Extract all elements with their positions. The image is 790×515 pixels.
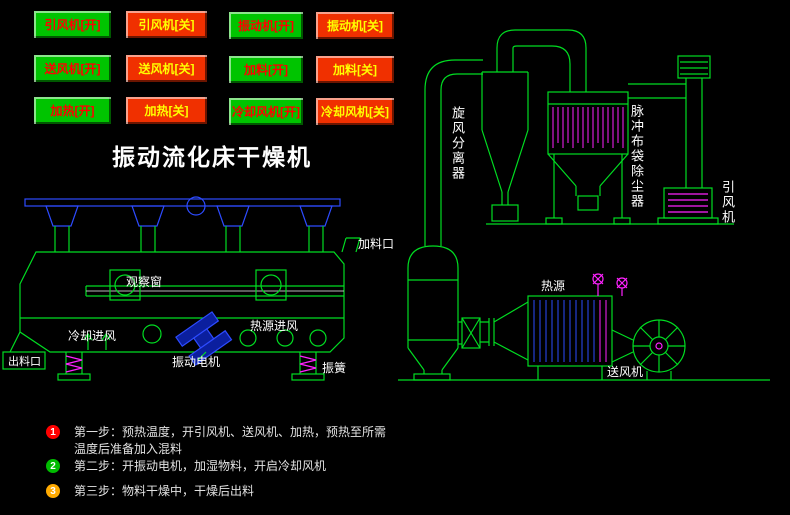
filter-bags bbox=[552, 107, 624, 148]
heating-on-button[interactable]: 加热[开] bbox=[33, 96, 112, 125]
step-3-badge: 3 bbox=[46, 484, 60, 498]
induced-fan-off-button[interactable]: 引风机[关] bbox=[125, 10, 208, 39]
heat-source-label: 热源 bbox=[541, 279, 566, 293]
step-2-text-line-1: 第二步：开振动电机，加湿物料，开启冷却风机 bbox=[74, 459, 327, 473]
dryer-manifold bbox=[24, 196, 341, 227]
feed-port-label: 加料口 bbox=[358, 237, 395, 251]
cooling-fan-on-button[interactable]: 冷却风机[开] bbox=[228, 97, 304, 126]
step-1-text-line-1: 第一步：预热温度，开引风机、送风机、加热，预热至所需 bbox=[74, 425, 387, 439]
bag-filter-drawing bbox=[486, 91, 734, 225]
induced-fan-on-button[interactable]: 引风机[开] bbox=[33, 10, 112, 39]
blower-drawing bbox=[398, 319, 770, 381]
tube-bundle bbox=[533, 300, 595, 362]
feed-on-button[interactable]: 加料[开] bbox=[228, 55, 304, 84]
vibration-motor-drawing bbox=[175, 311, 233, 366]
step-2-badge: 2 bbox=[46, 459, 60, 473]
step-2: 2 第二步：开振动电机，加湿物料，开启冷却风机 bbox=[46, 458, 326, 475]
induced-draft-fan-label: 引风机 bbox=[720, 180, 735, 225]
page-title: 振动流化床干燥机 bbox=[112, 144, 312, 170]
vibration-motor-label: 振动电机 bbox=[172, 355, 221, 369]
step-1-badge: 1 bbox=[46, 425, 60, 439]
blower-fan-label: 送风机 bbox=[607, 365, 644, 379]
feed-off-button[interactable]: 加料[关] bbox=[315, 55, 395, 84]
vibrator-off-button[interactable]: 振动机[关] bbox=[315, 11, 395, 40]
step-1: 1 第一步：预热温度，开引风机、送风机、加热，预热至所需 温度后准备加入混料 bbox=[46, 424, 386, 458]
valves bbox=[592, 273, 628, 296]
vibrator-on-button[interactable]: 振动机[开] bbox=[228, 11, 304, 40]
observation-window-label: 观察窗 bbox=[126, 275, 163, 289]
step-1-text-line-2: 温度后准备加入混料 bbox=[74, 442, 183, 456]
cyclone-drawing bbox=[481, 29, 587, 222]
vibration-springs bbox=[65, 355, 317, 373]
step-3: 3 第三步：物料干燥中，干燥后出料 bbox=[46, 483, 254, 500]
heat-source-drawing bbox=[480, 273, 628, 380]
induced-fan-drawing bbox=[628, 55, 719, 225]
step-3-text-line-1: 第三步：物料干燥中，干燥后出料 bbox=[74, 484, 255, 498]
bag-dust-collector-label: 脉冲布袋除尘器 bbox=[629, 104, 644, 209]
dryer-drawing bbox=[2, 196, 361, 381]
cyclone-separator-label: 旋风分离器 bbox=[450, 106, 465, 181]
vibration-spring-label: 振簧 bbox=[322, 361, 347, 375]
heat-air-inlet-label: 热源进风 bbox=[250, 319, 299, 333]
blower-on-button[interactable]: 送风机[开] bbox=[33, 54, 112, 83]
fan-motor-fins bbox=[668, 193, 708, 213]
heating-off-button[interactable]: 加热[关] bbox=[125, 96, 208, 125]
blower-off-button[interactable]: 送风机[关] bbox=[125, 54, 208, 83]
cooling-air-inlet-label: 冷却进风 bbox=[68, 329, 117, 343]
cooling-fan-off-button[interactable]: 冷却风机[关] bbox=[315, 97, 395, 126]
scrubber-vessel-drawing bbox=[407, 59, 483, 381]
discharge-port-label: 出料口 bbox=[8, 356, 41, 368]
